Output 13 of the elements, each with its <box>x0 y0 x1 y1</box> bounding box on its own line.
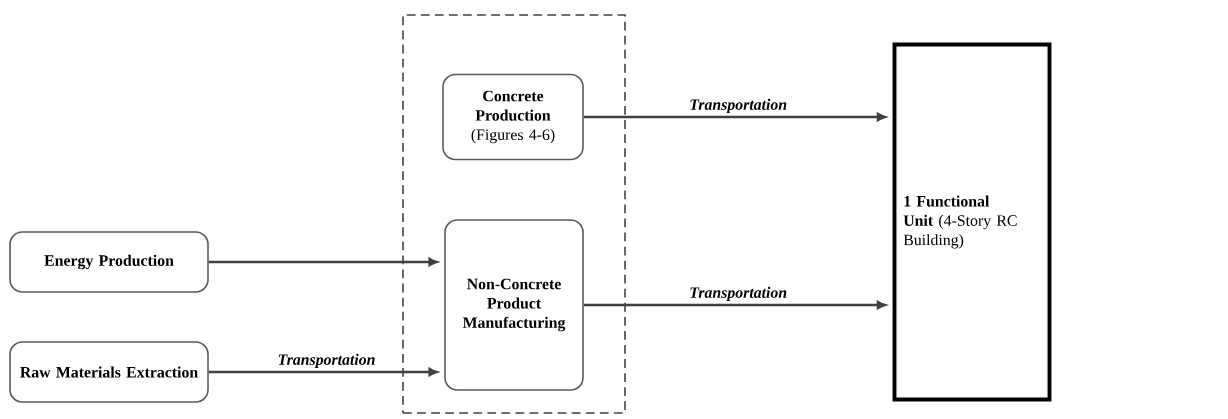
edge-label: Transportation <box>690 286 787 302</box>
process-box: Concrete Production (Figures 4-6) <box>442 73 584 161</box>
process-box: Energy Production <box>9 231 209 293</box>
functional-unit-box: 1 Functional Unit (4-Story RC Building) <box>892 42 1052 402</box>
process-box: Non-Concrete Product Manufacturing <box>444 219 584 391</box>
arrow <box>583 112 886 122</box>
edge-label: Transportation <box>690 98 787 114</box>
arrow <box>208 257 438 267</box>
process-box: Raw Materials Extraction <box>9 341 209 403</box>
arrow <box>208 367 438 377</box>
arrow <box>583 300 886 310</box>
dashed-boundary-box <box>402 14 626 414</box>
edge-label: Transportation <box>278 353 375 369</box>
